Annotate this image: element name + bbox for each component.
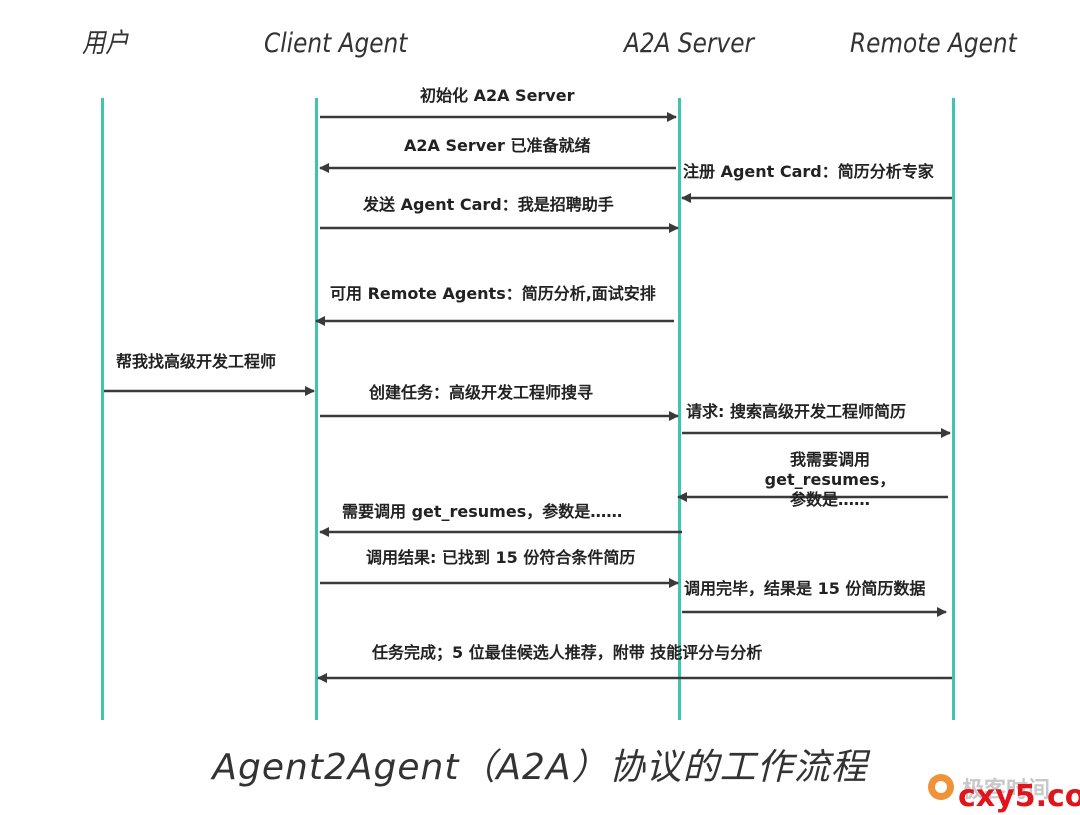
watermark-faded-text: 极客时间 (962, 778, 1051, 803)
lifeline-client-agent (315, 98, 318, 720)
message-call-result: 调用结果: 已找到 15 份符合条件简历 (366, 548, 636, 567)
message-send-card: 发送 Agent Card：我是招聘助手 (363, 195, 614, 214)
lifeline-remote-agent (952, 98, 955, 720)
message-search-request: 请求: 搜索高级开发工程师简历 (686, 402, 906, 421)
message-need-call-server: 需要调用 get_resumes，参数是…… (342, 502, 623, 521)
lifeline-a2a-server (678, 98, 681, 720)
message-create-task: 创建任务：高级开发工程师搜寻 (369, 383, 594, 402)
message-available-agents: 可用 Remote Agents：简历分析,面试安排 (330, 284, 656, 303)
lifeline-user (101, 98, 104, 720)
actor-client-agent: Client Agent (264, 28, 408, 59)
message-need-call-remote: 我需要调用 get_resumes， 参数是…… (764, 450, 896, 509)
diagram-title: Agent2Agent（A2A）协议的工作流程 (212, 747, 868, 788)
message-register-card: 注册 Agent Card：简历分析专家 (683, 162, 934, 181)
watermark-logo-icon (928, 774, 954, 800)
actor-user: 用户 (82, 28, 129, 59)
message-task-complete: 任务完成；5 位最佳候选人推荐，附带 技能评分与分析 (372, 643, 763, 662)
actor-a2a-server: A2A Server (624, 28, 755, 59)
watermark-brand: cxy5.com (958, 779, 1080, 814)
message-user-request: 帮我找高级开发工程师 (116, 352, 277, 371)
message-init-server: 初始化 A2A Server (420, 86, 575, 105)
message-call-done: 调用完毕，结果是 15 份简历数据 (684, 579, 926, 598)
actor-remote-agent: Remote Agent (850, 28, 1017, 59)
message-server-ready: A2A Server 已准备就绪 (404, 136, 591, 155)
